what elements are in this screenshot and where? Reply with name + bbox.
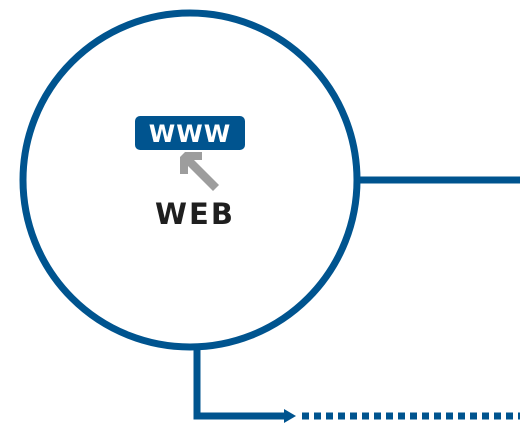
arrow-head-icon [284, 409, 296, 423]
cursor-arrow-icon [180, 152, 219, 191]
node-label: WEB [155, 197, 235, 231]
web-node-circle [19, 9, 361, 351]
www-icon-text: WWW [149, 120, 231, 148]
www-badge [135, 116, 245, 150]
www-cursor-icon: WWW [135, 116, 245, 191]
